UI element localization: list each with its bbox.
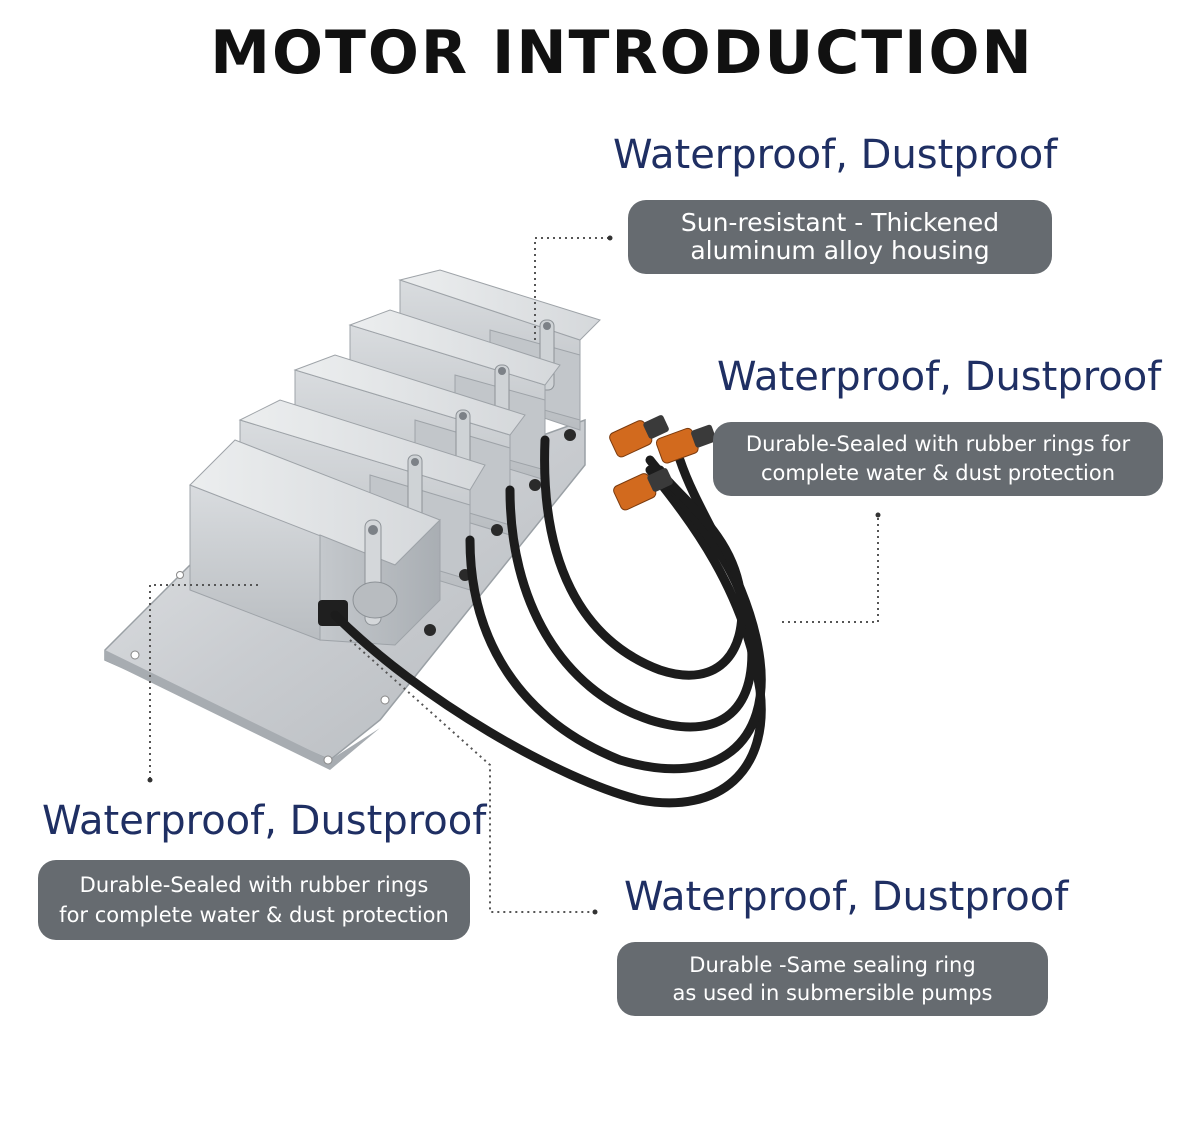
callout-4-heading: Waterproof, Dustproof <box>624 874 1069 920</box>
connectors <box>609 415 717 511</box>
callout-3-heading: Waterproof, Dustproof <box>42 798 487 844</box>
page-title: MOTOR INTRODUCTION <box>210 18 1034 88</box>
callout-1-heading: Waterproof, Dustproof <box>613 132 1058 178</box>
cables <box>330 435 766 808</box>
callout-1-line-1: Sun-resistant - Thickened <box>680 208 1000 237</box>
callout-4-description: Durable -Same sealing ring as used in su… <box>617 942 1048 1016</box>
leader-dots <box>147 235 881 915</box>
callout-2-line-2: complete water & dust protection <box>760 461 1116 485</box>
callout-1-description: Sun-resistant - Thickened aluminum alloy… <box>628 200 1052 274</box>
callout-2-description: Durable-Sealed with rubber rings for com… <box>713 422 1163 496</box>
callout-2-heading: Waterproof, Dustproof <box>717 354 1162 400</box>
motor-housing-front <box>189 439 441 646</box>
callout-3-description: Durable-Sealed with rubber rings for com… <box>38 860 470 940</box>
callout-3-line-1: Durable-Sealed with rubber rings <box>79 873 429 897</box>
callout-1-line-2: aluminum alloy housing <box>690 236 990 265</box>
callout-4-line-1: Durable -Same sealing ring <box>689 953 976 977</box>
leader-lines <box>149 237 879 913</box>
callout-3-line-2: for complete water & dust protection <box>59 903 449 927</box>
callout-2-line-1: Durable-Sealed with rubber rings for <box>745 432 1131 456</box>
callout-4-line-2: as used in submersible pumps <box>672 981 993 1005</box>
